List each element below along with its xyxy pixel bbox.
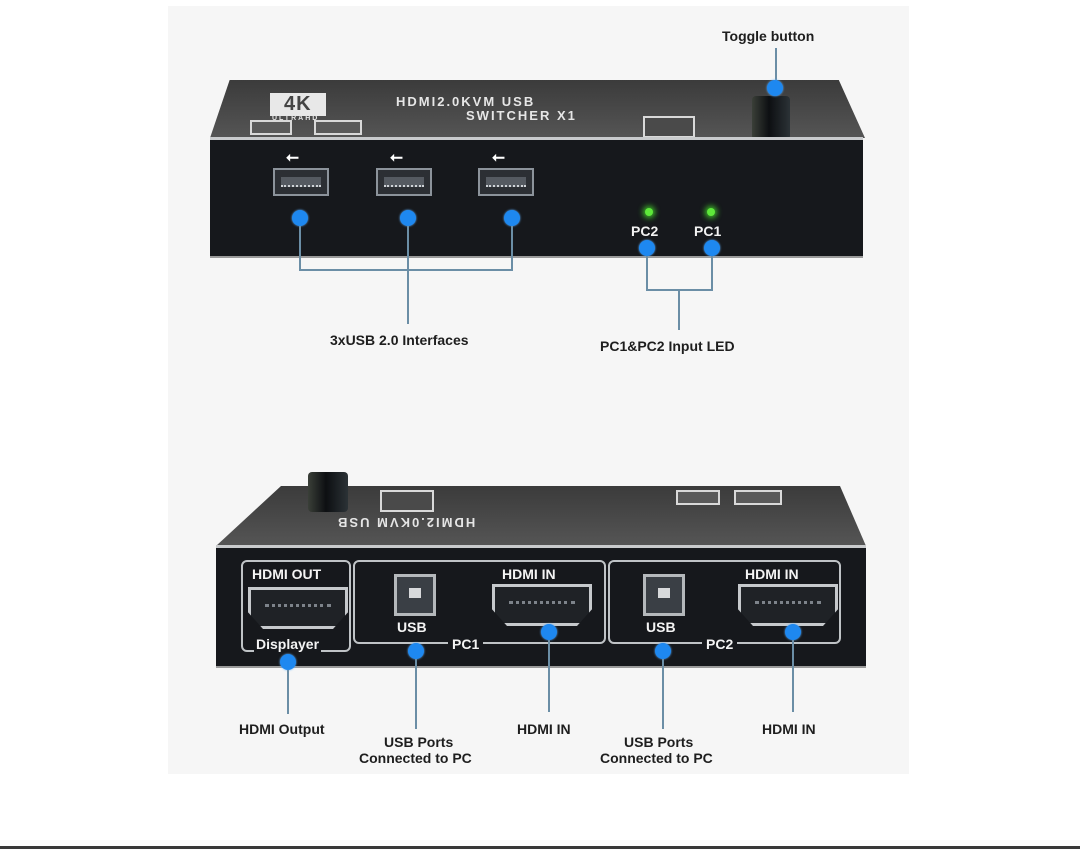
callout-line (299, 226, 301, 270)
callout-dot (785, 624, 801, 640)
callout-line (299, 269, 513, 271)
displayer-label: Displayer (254, 636, 322, 652)
hdmi-out-label: HDMI OUT (252, 566, 322, 582)
callout-usb-ports-pc2-line1: USB Ports (624, 734, 694, 750)
model-text-line1: HDMI2.0KVM USB (396, 94, 536, 109)
callout-line (678, 290, 680, 330)
pc1-usb-b-port (394, 574, 436, 616)
callout-dot (408, 643, 424, 659)
callout-hdmi-in-pc2: HDMI IN (762, 721, 816, 737)
callout-usb-ports-pc1-line1: USB Ports (384, 734, 454, 750)
usb-symbol-icon: ⭠ (390, 149, 403, 166)
pc2-led-label: PC2 (631, 223, 659, 239)
callout-dot (280, 654, 296, 670)
usb-a-port-3 (478, 168, 534, 196)
callout-dot (400, 210, 416, 226)
hdmi-badge (676, 490, 720, 505)
callout-dot (655, 643, 671, 659)
callout-line (775, 48, 777, 84)
callout-usb-ports-pc2-line2: Connected to PC (600, 750, 713, 766)
callout-line (407, 226, 409, 324)
pc2-group-label: PC2 (702, 636, 738, 652)
pc1-led (707, 208, 715, 216)
callout-dot (767, 80, 783, 96)
callout-line (711, 256, 713, 290)
usb-a-port-1 (273, 168, 329, 196)
model-text-mirrored: HDMI2.0KVM USB (336, 515, 476, 530)
callout-line (646, 256, 648, 290)
callout-line (662, 659, 664, 729)
brand-subtitle: ULTRAHD (272, 115, 320, 122)
usb-symbol-icon: ⭠ (492, 149, 505, 166)
callout-dot (704, 240, 720, 256)
top-device-front-panel (210, 137, 863, 258)
pc2-usb-b-port (643, 574, 685, 616)
callout-dot (292, 210, 308, 226)
callout-hdmi-in-pc1: HDMI IN (517, 721, 571, 737)
pc1-hdmi-in-label: HDMI IN (502, 566, 556, 582)
toggle-button-knob[interactable] (308, 472, 348, 512)
switch-legend-badge (643, 116, 695, 138)
pc1-group-label: PC1 (448, 636, 484, 652)
callout-toggle-button: Toggle button (722, 28, 815, 44)
usb-symbol-icon: ⭠ (286, 149, 299, 166)
callout-line (511, 226, 513, 270)
spec-badge (734, 490, 782, 505)
callout-usb-ports-pc1-line2: Connected to PC (359, 750, 472, 766)
switch-legend-badge (380, 490, 434, 512)
pc2-hdmi-in-port (738, 584, 838, 626)
pc2-usb-label: USB (646, 619, 676, 635)
hdmi-badge (250, 120, 292, 135)
callout-dot (504, 210, 520, 226)
callout-line (792, 640, 794, 712)
spec-badge (314, 120, 362, 135)
model-text-line2: SWITCHER X1 (466, 108, 577, 123)
pc1-hdmi-in-port (492, 584, 592, 626)
callout-hdmi-output: HDMI Output (239, 721, 325, 737)
pc2-hdmi-in-label: HDMI IN (745, 566, 799, 582)
callout-usb-interfaces: 3xUSB 2.0 Interfaces (330, 332, 469, 348)
callout-line (287, 670, 289, 714)
pc2-led (645, 208, 653, 216)
bottom-divider (0, 846, 1080, 849)
pc1-led-label: PC1 (694, 223, 722, 239)
toggle-button-knob[interactable] (752, 96, 790, 140)
callout-line (548, 640, 550, 712)
callout-dot (541, 624, 557, 640)
brand-logo: 4K (270, 93, 326, 116)
hdmi-out-port (248, 587, 348, 629)
callout-input-led: PC1&PC2 Input LED (600, 338, 735, 354)
usb-a-port-2 (376, 168, 432, 196)
callout-dot (639, 240, 655, 256)
callout-line (415, 659, 417, 729)
pc1-usb-label: USB (397, 619, 427, 635)
